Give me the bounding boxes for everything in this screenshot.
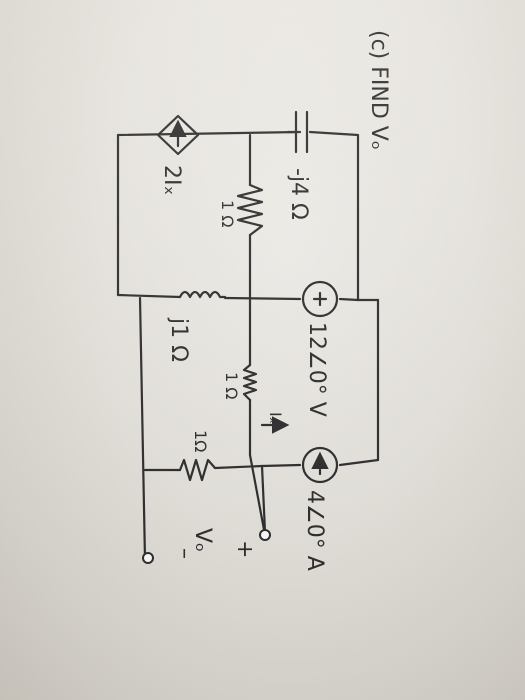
resistor-left-icon xyxy=(236,183,264,237)
wire-mid-row xyxy=(116,293,182,299)
terminal-plus-icon xyxy=(259,529,271,541)
capacitor-icon xyxy=(286,110,309,154)
inductor-icon xyxy=(178,290,227,299)
wire-mid-row-2 xyxy=(223,296,302,301)
inductor-label: j1 Ω xyxy=(166,317,191,362)
ix-label: Iₓ xyxy=(266,412,285,424)
current-source-label: 4∠0° A xyxy=(302,490,327,571)
wire-lower-row-to-source xyxy=(260,463,302,468)
plus-sign-label: + xyxy=(232,540,257,558)
current-source-icon xyxy=(301,446,339,484)
wire-terminal-plus xyxy=(260,464,267,534)
resistor-right-label: 1Ω xyxy=(191,430,210,452)
terminal-minus-icon xyxy=(142,552,154,564)
voltage-source-icon xyxy=(301,280,339,318)
dependent-source-label: 2Iₓ xyxy=(159,165,184,195)
dependent-source-icon xyxy=(156,114,200,156)
resistor-right-icon xyxy=(178,458,217,482)
wire-source-right xyxy=(338,458,380,467)
resistor-mid-icon xyxy=(242,363,258,402)
capacitor-label: -j4 Ω xyxy=(286,168,311,220)
wire-top xyxy=(116,130,302,137)
vo-label: Vₒ xyxy=(190,528,215,552)
wire-left-lower xyxy=(138,296,147,562)
voltage-source-label: 12∠0° V xyxy=(304,322,329,417)
heading-label: (c) FIND Vₒ xyxy=(366,30,391,150)
wire-mid-row-3 xyxy=(338,297,360,302)
resistor-mid-label: 1 Ω xyxy=(222,372,241,400)
wire-cap-right xyxy=(308,130,360,137)
minus-sign-label: – xyxy=(172,548,197,559)
wire-lower-row-right xyxy=(213,464,264,470)
resistor-left-label: 1 Ω xyxy=(218,200,237,228)
wire-center-vertical-low xyxy=(248,453,267,537)
